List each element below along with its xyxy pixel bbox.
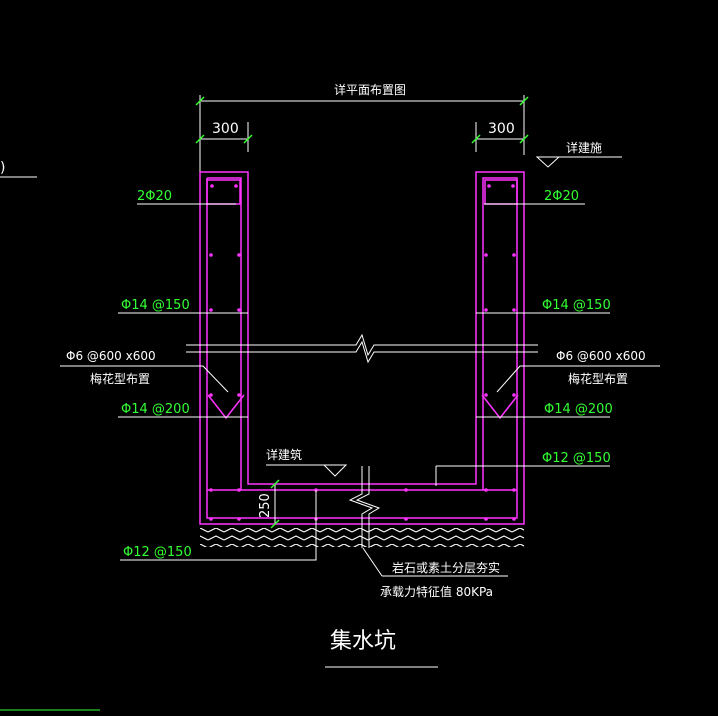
- soil-hatch: [200, 527, 524, 547]
- dim-right: 300: [488, 121, 515, 137]
- break-line-vertical: [348, 466, 381, 548]
- top-note: 详平面布置图: [334, 82, 406, 97]
- tie-note-left: 梅花型布置: [90, 371, 150, 386]
- soil-note-1: 岩石或素土分层夯实: [392, 560, 500, 575]
- rebar-slab-bottom: Φ12 @150: [123, 545, 192, 560]
- rebar-wall-right: Φ14 @150: [542, 298, 611, 313]
- rebar-haunch-right: Φ14 @200: [544, 402, 613, 417]
- tie-note-right: 梅花型布置: [568, 371, 628, 386]
- rebar-wall-left: Φ14 @150: [121, 298, 190, 313]
- break-line-horizontal: [186, 333, 538, 364]
- dim-left: 300: [212, 121, 239, 137]
- rebar-haunch-left: Φ14 @200: [121, 402, 190, 417]
- wall-thickness-dimensions: [195, 122, 529, 152]
- right-level-note: 详建施: [566, 140, 602, 155]
- left-edge-fragment: ): [0, 160, 5, 176]
- bottom-level-marker: [266, 464, 610, 486]
- pit-concrete-outline: [199, 171, 525, 525]
- rebar-dots: [209, 184, 516, 521]
- dim-bottom: 250: [258, 493, 273, 518]
- bottom-level-note: 详建筑: [266, 447, 302, 462]
- slab-thickness-dimension: [270, 479, 280, 529]
- tie-left: Φ6 @600 x600: [66, 349, 156, 363]
- drawing-title: 集水坑: [330, 629, 396, 654]
- top-dimension: [195, 95, 529, 172]
- rebar-top-right: 2Φ20: [544, 189, 579, 204]
- tie-right: Φ6 @600 x600: [556, 349, 646, 363]
- right-level-marker: [535, 156, 622, 168]
- soil-note-2: 承载力特征值 80KPa: [380, 584, 493, 599]
- rebar-top-left: 2Φ20: [137, 189, 172, 204]
- rebar-slab-top: Φ12 @150: [542, 451, 611, 466]
- leader-lines: [60, 203, 660, 577]
